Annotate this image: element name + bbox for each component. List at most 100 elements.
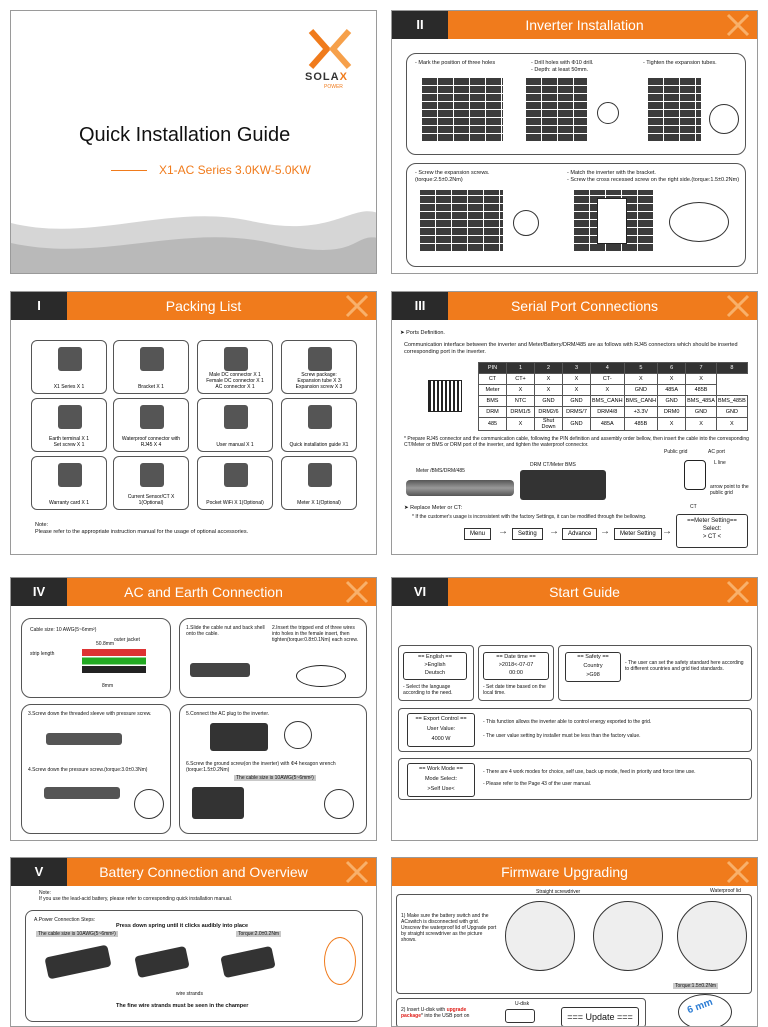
inverter-installation-panel: II Inverter Installation - Mark the posi… bbox=[391, 10, 758, 274]
ground-zoom bbox=[324, 789, 354, 819]
plug-zoom bbox=[284, 721, 312, 749]
ac-port-label: AC port bbox=[708, 449, 725, 455]
pin-cell: CT bbox=[478, 373, 507, 385]
x-mark-icon bbox=[726, 294, 750, 318]
packing-item: Quick installation guide X1 bbox=[281, 398, 357, 452]
ac-step-1: 1.Slide the cable nut and back shell ont… bbox=[186, 625, 265, 637]
power-steps-box: A.Power Connection Steps: Press down spr… bbox=[25, 910, 363, 1022]
strands-note: The fine wire strands must be seen in th… bbox=[116, 1003, 249, 1009]
pin-cell: DRM2/6 bbox=[534, 406, 563, 418]
battery-note-label: Note: bbox=[39, 890, 51, 896]
workmode-desc-2: - Please refer to the Page 43 of the use… bbox=[483, 781, 592, 787]
pin-cell: Shut Down bbox=[534, 417, 563, 431]
section-title: Serial Port Connections bbox=[510, 298, 659, 314]
packing-item-label: X1 Series X 1 bbox=[53, 384, 85, 390]
packing-item-image bbox=[58, 405, 82, 429]
udisk-icon bbox=[505, 1009, 535, 1023]
packing-item-label: Warranty card X 1 bbox=[48, 500, 90, 506]
screw-zoom bbox=[513, 210, 539, 236]
packing-item: Waterproof connector with RJ45 X 4 bbox=[113, 398, 189, 452]
packing-item: Warranty card X 1 bbox=[31, 456, 107, 510]
packing-item-label: Pocket WiFi X 1(Optional) bbox=[206, 500, 264, 506]
pin-cell: X bbox=[562, 373, 591, 385]
ac-insert-image bbox=[296, 665, 346, 687]
packing-item: Meter X 1(Optional) bbox=[281, 456, 357, 510]
ac-earth-panel: IV AC and Earth Connection Cable size: 1… bbox=[10, 577, 377, 841]
brand-sub: POWER bbox=[324, 84, 343, 90]
ct-label: CT bbox=[690, 504, 697, 510]
pin-cell: DRM1/5 bbox=[506, 406, 535, 418]
packing-note-label: Note: bbox=[35, 522, 49, 528]
packing-item-image bbox=[140, 347, 164, 371]
meter-setting-step: Meter Setting bbox=[614, 528, 662, 540]
ac-plug-image bbox=[44, 787, 120, 799]
inverter-image bbox=[192, 787, 244, 819]
inverter-on-wall bbox=[597, 198, 627, 244]
pin-header-cell: 2 bbox=[534, 362, 563, 374]
section-header: III Serial Port Connections bbox=[392, 292, 757, 320]
section-header: II Inverter Installation bbox=[392, 11, 757, 39]
x-mark-icon bbox=[726, 13, 750, 37]
pin-cell: BMS_485B bbox=[715, 395, 748, 407]
pin-cell: BMS bbox=[478, 395, 507, 407]
pin-cell: GND bbox=[562, 395, 591, 407]
firmware-step-1-box: 1) Make sure the battery switch and the … bbox=[396, 894, 752, 994]
cover-wave bbox=[11, 211, 376, 273]
packing-item: Bracket X 1 bbox=[113, 340, 189, 394]
pin-cell: GND bbox=[534, 395, 563, 407]
pin-cell: X bbox=[534, 384, 563, 396]
pin-cell: GND bbox=[657, 395, 687, 407]
ct-clamp-image bbox=[684, 460, 706, 490]
pin-cell: DRM4/8 bbox=[590, 406, 625, 418]
packing-item: Pocket WiFi X 1(Optional) bbox=[197, 456, 273, 510]
inverter-image bbox=[210, 723, 268, 751]
pin-cell: +3.3V bbox=[623, 406, 659, 418]
pin-header-cell: 1 bbox=[506, 362, 535, 374]
pin-header-cell: PIN bbox=[478, 362, 507, 374]
cover-subtitle-line bbox=[111, 170, 147, 171]
x-mark-icon bbox=[345, 580, 369, 604]
pin-cell: X bbox=[623, 373, 659, 385]
ports-definition: ➤ Ports Definition. bbox=[400, 330, 445, 336]
strip-length-label: strip length bbox=[30, 651, 55, 657]
section-title: Packing List bbox=[165, 298, 242, 314]
arrow-icon: → bbox=[600, 526, 610, 537]
packing-item: Screw package: Expansion tube X 3 Expans… bbox=[281, 340, 357, 394]
battery-panel: V Battery Connection and Overview Note: … bbox=[10, 857, 377, 1027]
packing-item: Current Sensor/CT X 1(Optional) bbox=[113, 456, 189, 510]
firmware-torque: Torque:1.5±0.2Nm bbox=[673, 983, 719, 989]
pin-cell: BMS_CANH bbox=[623, 395, 659, 407]
x-mark-icon bbox=[726, 580, 750, 604]
packing-item-image bbox=[140, 405, 164, 429]
pin-cell: GND bbox=[715, 406, 748, 418]
pin-cell: X bbox=[562, 384, 591, 396]
section-title: Start Guide bbox=[549, 584, 620, 600]
pin-cell: CT+ bbox=[506, 373, 535, 385]
replace-note: * If the customer's usage is inconsisten… bbox=[412, 514, 647, 520]
packing-item-image bbox=[308, 347, 332, 371]
packing-item: User manual X 1 bbox=[197, 398, 273, 452]
inverter-port-image bbox=[593, 901, 663, 971]
ac-plug-image bbox=[190, 663, 250, 677]
brick-wall-image bbox=[525, 78, 587, 142]
power-steps-heading: A.Power Connection Steps: bbox=[34, 917, 96, 923]
x-mark-icon bbox=[726, 860, 750, 884]
menu-step: Menu bbox=[464, 528, 492, 540]
step-box-1-2: 1.Slide the cable nut and back shell ont… bbox=[179, 618, 367, 698]
section-title: Inverter Installation bbox=[525, 17, 644, 33]
screwdriver-label: Straight screwdriver bbox=[536, 889, 581, 895]
cover-title: Quick Installation Guide bbox=[79, 124, 291, 146]
ports-label: DRM CT/Meter BMS bbox=[530, 462, 576, 468]
pin-cell: X bbox=[657, 373, 687, 385]
packing-item: X1 Series X 1 bbox=[31, 340, 107, 394]
dim-label: 8mm bbox=[102, 683, 114, 689]
section-number: I bbox=[11, 292, 67, 320]
section-number: VI bbox=[392, 578, 448, 606]
pin-cell: DRM0 bbox=[657, 406, 687, 418]
step-box-5-6: 5.Connect the AC plug to the inverter. 6… bbox=[179, 704, 367, 834]
battery-note-text: If you use the lead-acid battery, please… bbox=[39, 896, 233, 902]
section-title: AC and Earth Connection bbox=[124, 584, 283, 600]
